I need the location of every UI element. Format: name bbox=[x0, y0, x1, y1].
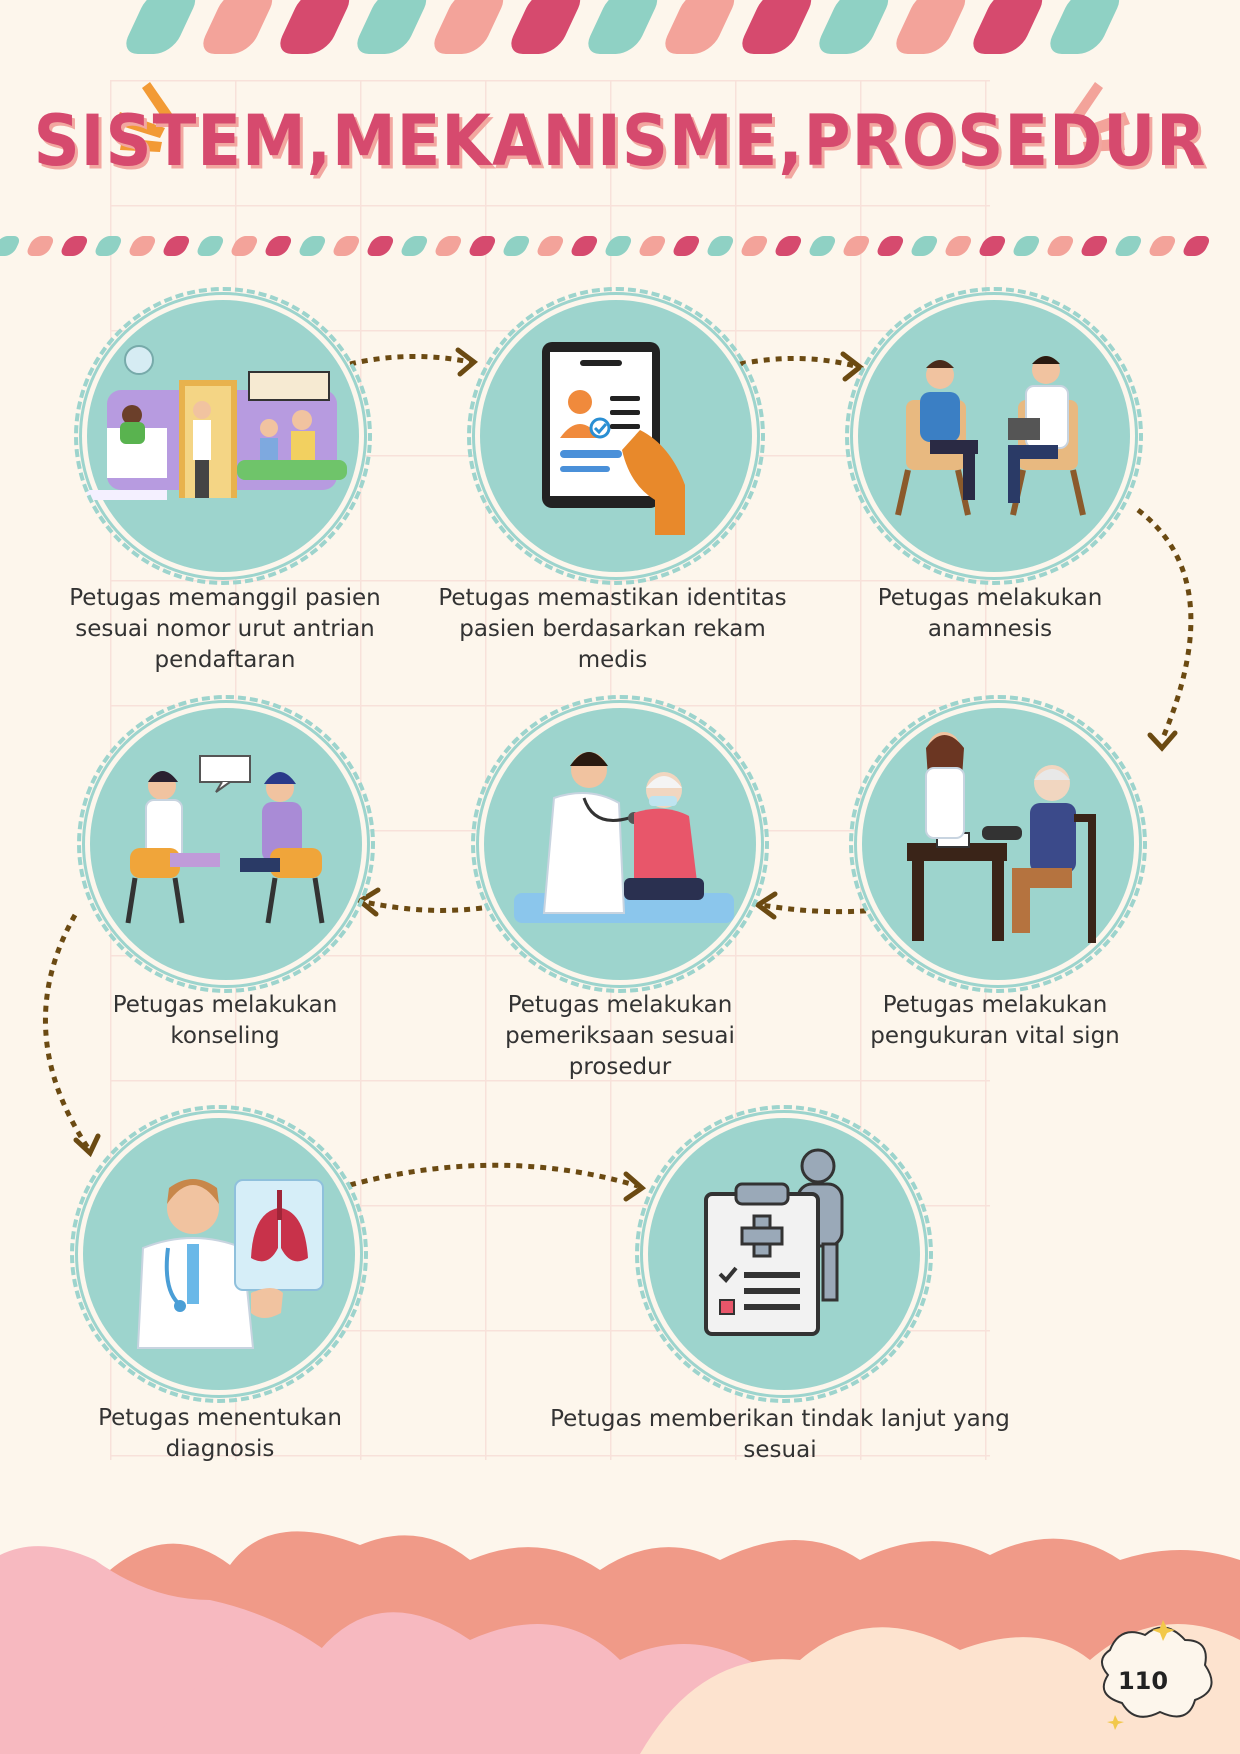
stethoscope-exam-icon bbox=[514, 752, 734, 923]
arrow-heads bbox=[73, 347, 1178, 1202]
bottom-clouds bbox=[0, 1531, 1240, 1754]
arrow-step3-step4 bbox=[1136, 508, 1194, 741]
step-3-illustration bbox=[845, 287, 1143, 585]
step-4-illustration bbox=[849, 695, 1147, 993]
step-2-caption: Petugas memastikan identitas pasien berd… bbox=[438, 585, 787, 673]
title-sparkle-left bbox=[115, 82, 175, 152]
step-7-caption: Petugas menentukan diagnosis bbox=[98, 1405, 342, 1462]
counseling-conversation-icon bbox=[125, 755, 325, 924]
step-2-illustration bbox=[467, 287, 765, 585]
step-8-illustration bbox=[635, 1105, 933, 1403]
arrow-step6-step7 bbox=[42, 913, 91, 1150]
step-6-caption: Petugas melakukan konseling bbox=[112, 992, 338, 1049]
step-1-caption: Petugas memanggil pasien sesuai nomor ur… bbox=[69, 585, 381, 673]
step-5-illustration bbox=[471, 695, 769, 993]
title-divider bbox=[0, 236, 1210, 256]
title-sparkle-right bbox=[1070, 82, 1130, 152]
arrow-step1-step2 bbox=[349, 354, 471, 367]
clipboard-follow-up-icon bbox=[704, 1148, 844, 1336]
doctor-lungs-xray-icon bbox=[136, 1179, 324, 1349]
blood-pressure-measurement-icon bbox=[907, 732, 1096, 943]
step-8-caption: Petugas memberikan tindak lanjut yang se… bbox=[550, 1406, 1010, 1463]
arrow-step7-step8 bbox=[349, 1162, 639, 1189]
step-6-illustration bbox=[77, 695, 375, 993]
step-4-caption: Petugas melakukan pengukuran vital sign bbox=[870, 992, 1120, 1049]
arrow-step4-step5 bbox=[761, 902, 879, 915]
arrow-step2-step3 bbox=[739, 355, 856, 369]
step-3-caption: Petugas melakukan anamnesis bbox=[877, 585, 1103, 642]
doctor-patient-consultation-icon bbox=[895, 356, 1086, 516]
medical-record-id-icon bbox=[542, 342, 685, 535]
queue-waiting-room-icon bbox=[87, 345, 347, 500]
arrow-step5-step6 bbox=[364, 899, 483, 913]
top-stripe-band bbox=[126, 0, 1120, 54]
step-1-illustration bbox=[74, 287, 372, 585]
step-7-illustration bbox=[70, 1105, 368, 1403]
page-number: 110 bbox=[1117, 1667, 1169, 1695]
page-title: SISTEM,MEKANISME,PROSEDUR bbox=[33, 101, 1207, 183]
step-5-caption: Petugas melakukan pemeriksaan sesuai pro… bbox=[505, 992, 735, 1080]
